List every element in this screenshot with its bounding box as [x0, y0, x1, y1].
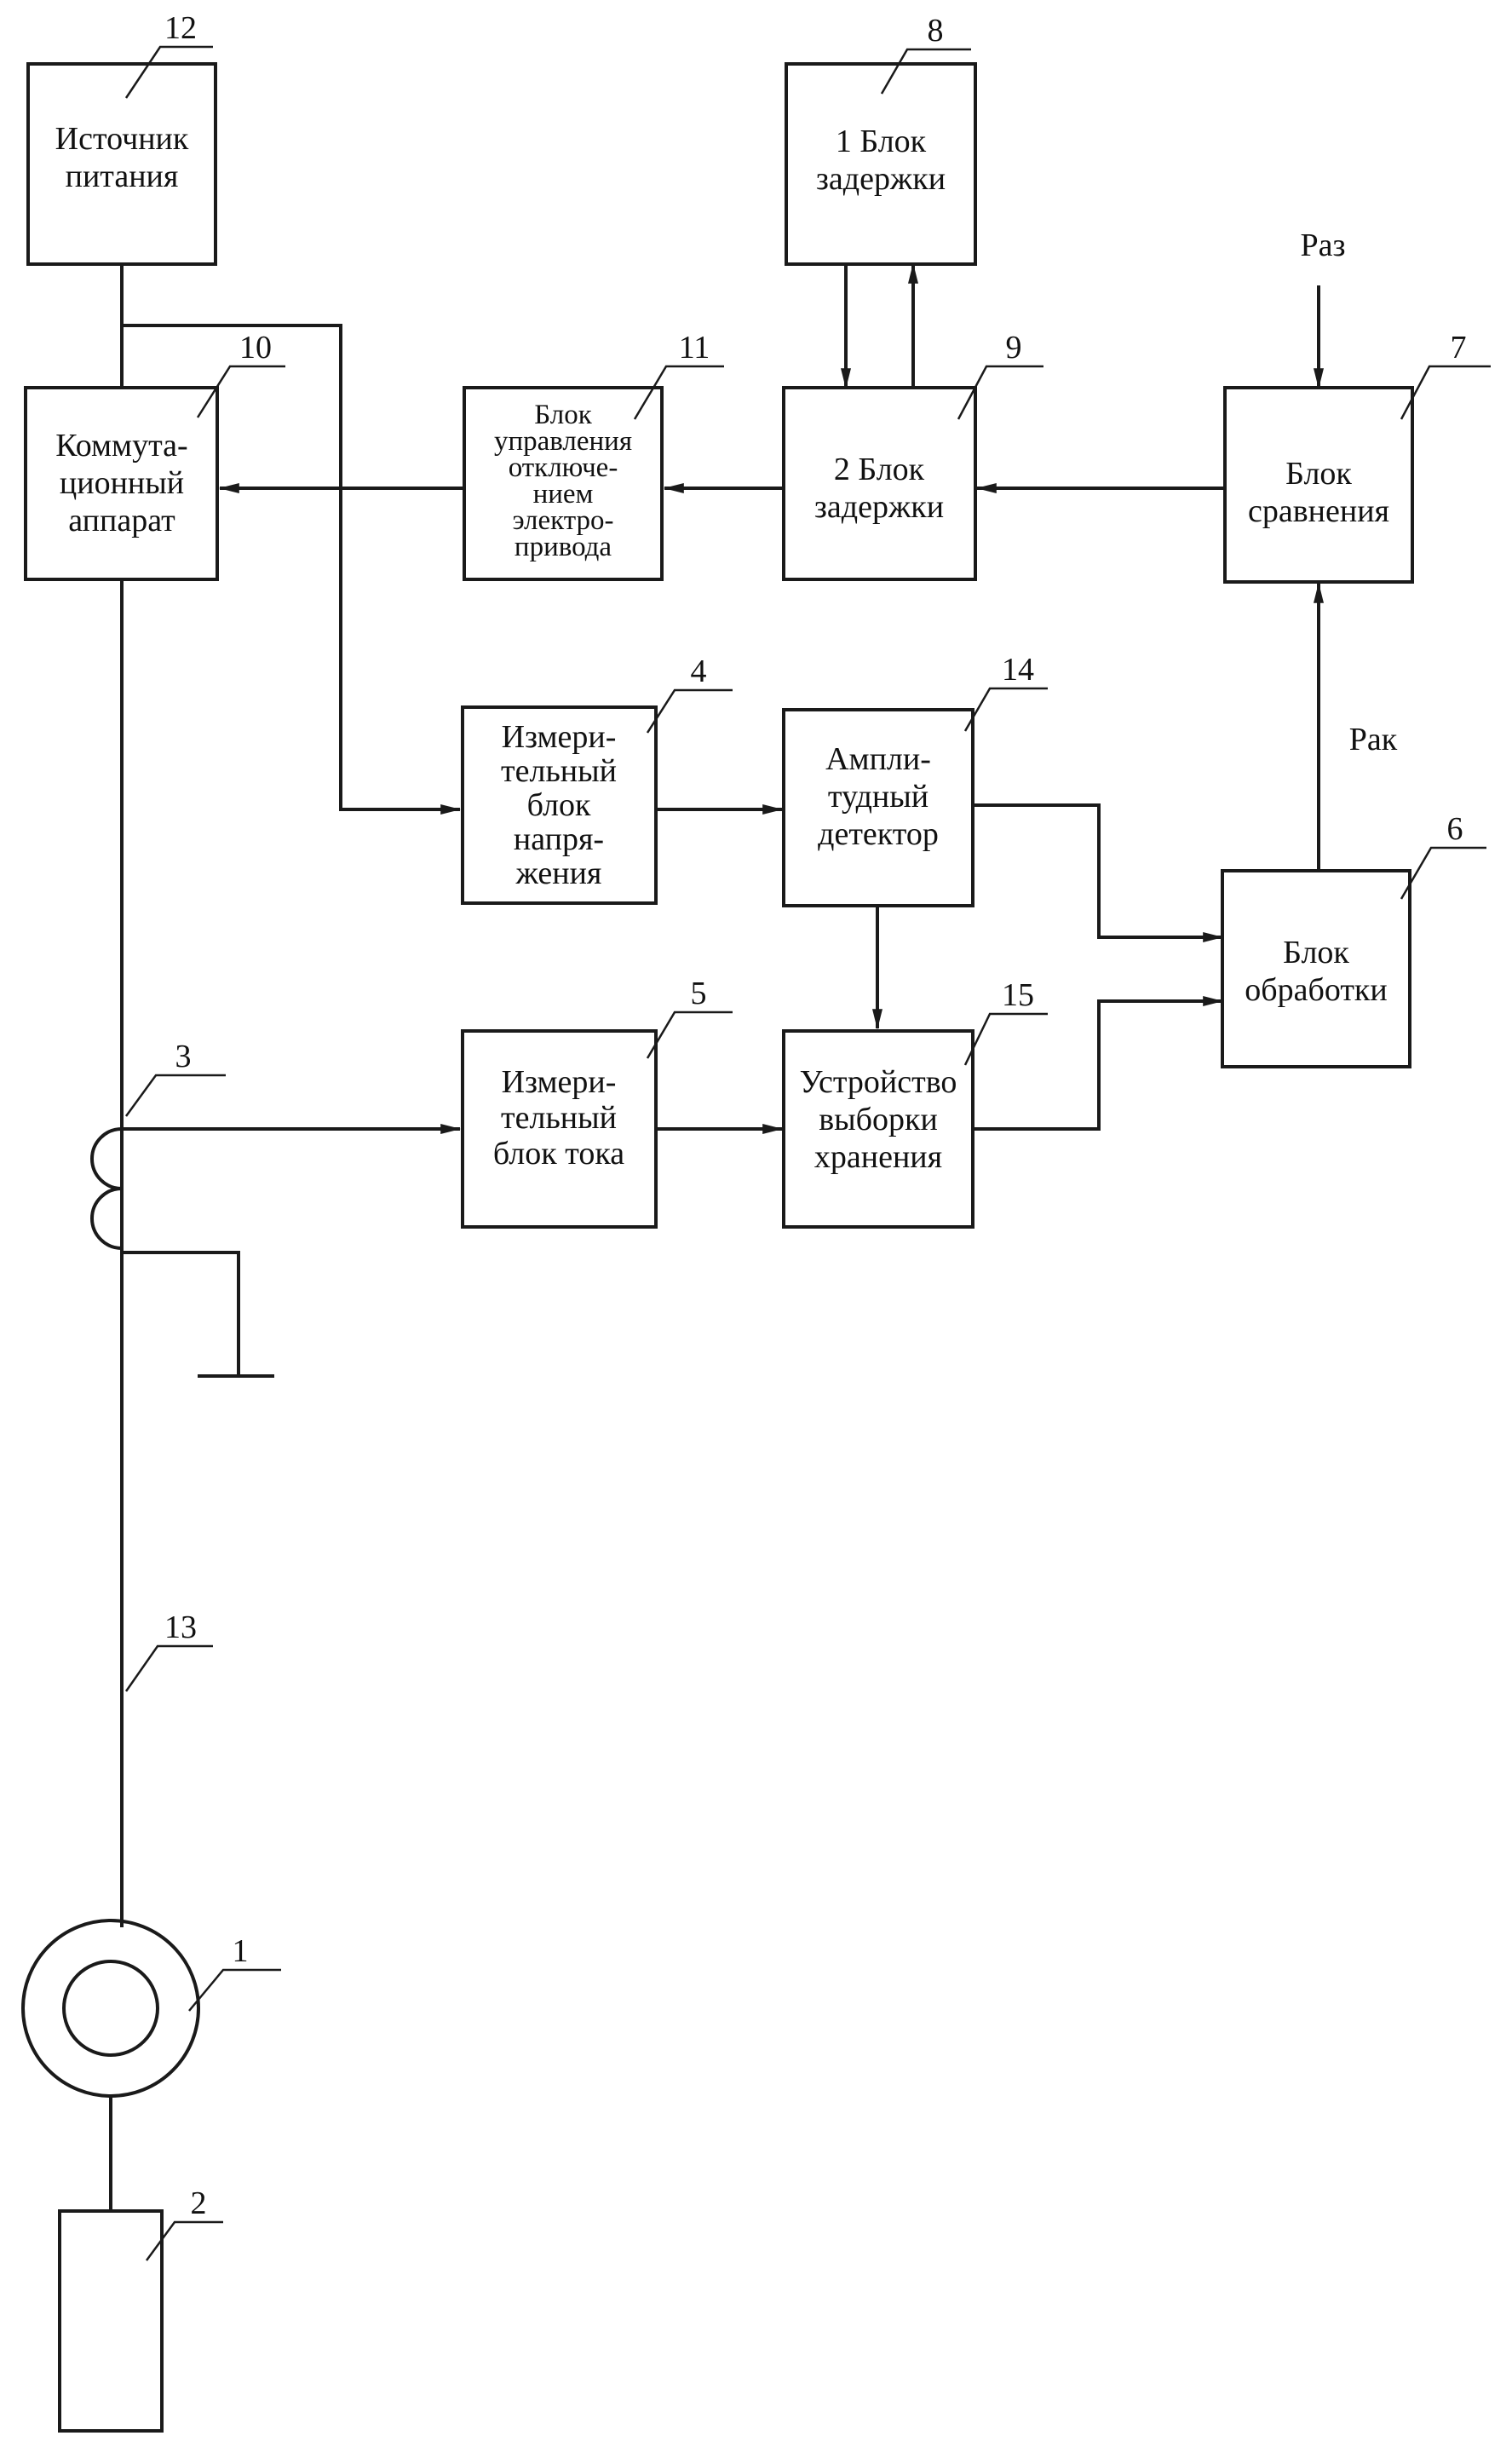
number-12: 12	[164, 10, 197, 46]
sample-hold-device-label-line-2: выборки	[819, 1102, 938, 1137]
comparison-block-label-line-2: сравнения	[1248, 493, 1389, 529]
amplitude-detector-label-line-1: Ампли-	[825, 741, 931, 777]
leader-4	[647, 690, 733, 733]
current-transformer	[92, 1129, 122, 1248]
block-labels: Источникпитания Коммута-ционныйаппарат 1…	[55, 121, 1389, 1175]
number-5: 5	[691, 976, 707, 1011]
signal-rak-label: Рак	[1349, 722, 1398, 757]
current-measuring-block-label-line-1: Измери-	[502, 1064, 617, 1100]
number-15: 15	[1002, 977, 1034, 1013]
sensor-box	[60, 2211, 162, 2431]
leader-13	[126, 1646, 213, 1691]
number-6: 6	[1447, 811, 1463, 847]
current-measuring-block-label: Измери-тельныйблок тока	[493, 1064, 624, 1172]
switching-device-label-line-3: аппарат	[68, 503, 175, 538]
number-1: 1	[233, 1933, 249, 1969]
number-11: 11	[679, 330, 710, 366]
number-14: 14	[1002, 652, 1034, 688]
processing-block-label-line-1: Блок	[1283, 935, 1349, 970]
delay-block-2-label-line-1: 2 Блок	[834, 452, 925, 487]
switching-device-label: Коммута-ционныйаппарат	[55, 428, 187, 538]
wire-14-to-6	[973, 805, 1222, 937]
wire-ct-to-ground	[122, 1252, 239, 1376]
amplitude-detector-label-line-2: тудный	[828, 779, 928, 815]
number-13: 13	[164, 1609, 197, 1645]
number-4: 4	[691, 654, 707, 689]
leader-3	[126, 1075, 226, 1116]
motor-outer-ring	[23, 1920, 198, 2096]
switching-device-label-line-2: ционный	[60, 465, 184, 501]
processing-block-label-line-2: обработки	[1245, 972, 1387, 1008]
wire-15-to-6	[973, 1001, 1222, 1129]
number-10: 10	[239, 330, 272, 366]
wires	[111, 264, 1319, 2211]
comparison-block-label-line-1: Блок	[1285, 456, 1352, 492]
delay-block-1-label-line-1: 1 Блок	[836, 124, 927, 159]
leader-5	[647, 1012, 733, 1058]
leader-1	[189, 1970, 281, 2011]
switching-device-label-line-1: Коммута-	[55, 428, 187, 464]
leader-14	[965, 688, 1048, 731]
signal-raz-label: Раз	[1300, 227, 1345, 263]
voltage-measuring-block-label-line-1: Измери-	[502, 719, 617, 755]
amplitude-detector-label: Ампли-тудныйдетектор	[818, 741, 939, 852]
sample-hold-device-label-line-3: хранения	[814, 1139, 942, 1175]
motor-inner-ring	[64, 1961, 158, 2055]
number-8: 8	[928, 13, 944, 49]
delay-block-1-label-line-2: задержки	[816, 161, 946, 197]
number-3: 3	[175, 1039, 192, 1074]
ct-coil-upper	[92, 1129, 122, 1189]
number-9: 9	[1006, 330, 1022, 366]
motor	[23, 1920, 198, 2096]
ct-coil-lower	[92, 1189, 122, 1248]
amplitude-detector-label-line-3: детектор	[818, 816, 939, 852]
power-source-label-line-1: Источник	[55, 121, 189, 157]
leader-15	[965, 1014, 1048, 1065]
voltage-measuring-block-label-line-4: напря-	[514, 821, 604, 857]
sample-hold-device-label-line-1: Устройство	[800, 1064, 957, 1100]
motor-control-block-label-line-6: привода	[515, 532, 612, 562]
sample-hold-device-label: Устройствовыборкихранения	[800, 1064, 957, 1175]
power-source-label-line-2: питания	[66, 158, 179, 194]
blocks	[26, 64, 1412, 2431]
current-measuring-block-label-line-3: блок тока	[493, 1136, 624, 1172]
number-2: 2	[191, 2185, 207, 2221]
voltage-measuring-block-label-line-3: блок	[527, 787, 591, 823]
number-7: 7	[1451, 330, 1467, 366]
leader-6	[1401, 848, 1486, 899]
voltage-measuring-block-label-line-5: жения	[515, 855, 602, 891]
voltage-measuring-block-label-line-2: тельный	[501, 753, 617, 789]
current-measuring-block-label-line-2: тельный	[501, 1100, 617, 1136]
delay-block-2-label-line-2: задержки	[814, 489, 944, 525]
leader-7	[1401, 366, 1491, 419]
